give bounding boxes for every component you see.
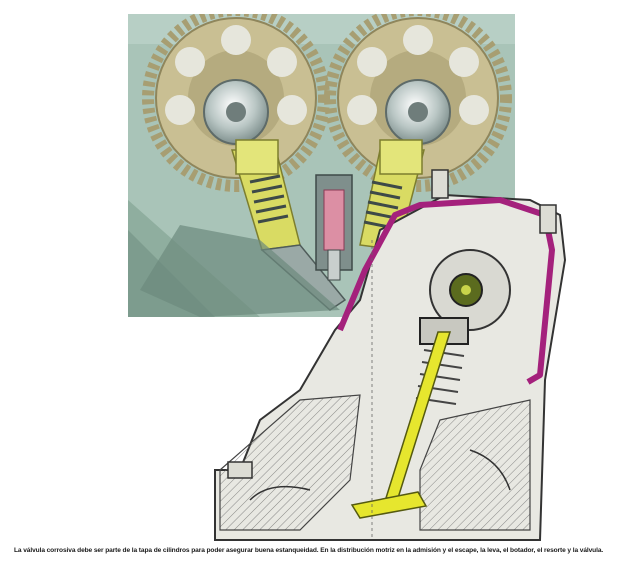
cylinder-head-icon [214, 169, 567, 541]
camshaft-photo-panel [128, 14, 515, 317]
tappet-right [359, 139, 425, 251]
figure-caption: La válvula corrosiva debe ser parte de l… [14, 547, 604, 554]
valve-icon [350, 331, 452, 519]
camshaft-gear-icon [324, 14, 512, 192]
spark-plug-icon [315, 174, 353, 281]
camshaft-gear-icon [142, 14, 330, 192]
